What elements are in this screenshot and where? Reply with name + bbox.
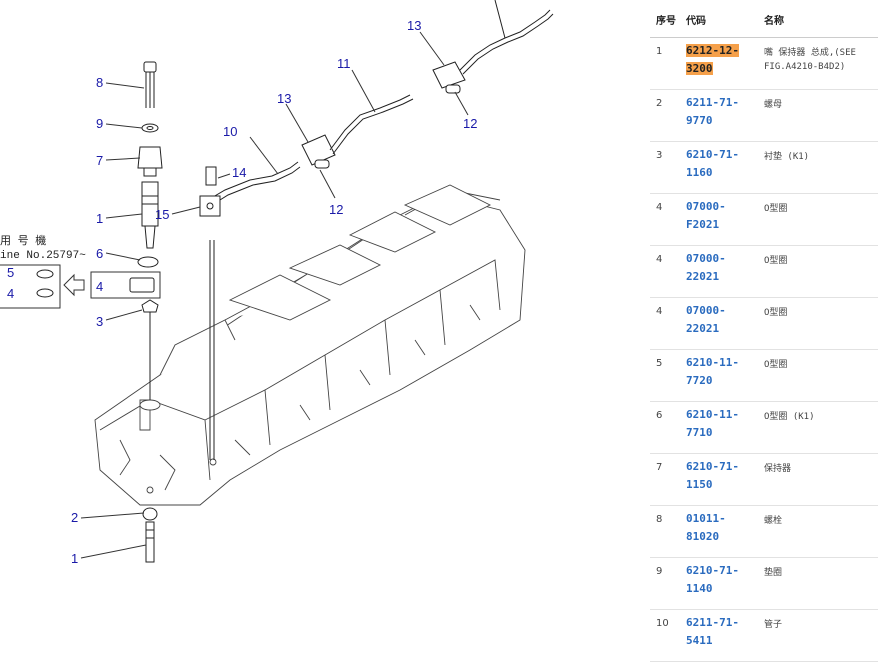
cylinder-head-illustration	[94, 184, 526, 506]
callout-1-upper: 1	[96, 211, 103, 226]
callout-3: 3	[96, 314, 103, 329]
part-code-link[interactable]: 6210-71-1160	[686, 148, 739, 179]
part-code-cell: 6210-71-1160	[680, 141, 758, 194]
part-seq: 4	[650, 297, 680, 350]
header-seq: 序号	[650, 0, 680, 38]
part-code-cell: 6211-71-9770	[680, 89, 758, 142]
part-code-cell: 6210-11-7720	[680, 349, 758, 402]
serial-note: 用 号 機 ine No.25797~	[0, 233, 161, 309]
callout-4-note: 4	[7, 286, 14, 301]
callout-15: 15	[155, 207, 169, 222]
part-seq: 4	[650, 245, 680, 298]
note-line-1: 用 号 機	[0, 233, 46, 248]
part-code-cell: 6212-12-3200	[680, 37, 758, 90]
part-code-cell: 07000-F2021	[680, 193, 758, 246]
part-seq: 3	[650, 141, 680, 194]
part-name: 保持器	[758, 453, 878, 506]
part-name: O型圈	[758, 297, 878, 350]
callout-14: 14	[232, 165, 246, 180]
part-name: O型圈	[758, 193, 878, 246]
part-name: 螺栓	[758, 505, 878, 558]
parts-table-header: 序号 代码 名称	[650, 0, 878, 38]
callout-7: 7	[96, 153, 103, 168]
part-name: 衬垫 (K1)	[758, 141, 878, 194]
part-seq: 4	[650, 193, 680, 246]
part-code-link[interactable]: 6211-71-5411	[686, 616, 739, 647]
injector-stack	[137, 61, 215, 563]
note-line-2: ine No.25797~	[0, 250, 86, 262]
part-code-link[interactable]: 6211-71-9770	[686, 96, 739, 127]
part-name: 嘴 保持器 总成,(SEE FIG.A4210-B4D2)	[758, 37, 878, 90]
leader-lines	[80, 31, 469, 559]
part-code-cell: 6211-71-5411	[680, 609, 758, 662]
callout-5: 5	[7, 265, 14, 280]
callout-1-lower: 1	[71, 551, 78, 566]
part-code-link[interactable]: 6210-11-7710	[686, 408, 739, 439]
part-seq: 5	[650, 349, 680, 402]
part-seq: 9	[650, 557, 680, 610]
part-name: 管子	[758, 609, 878, 662]
callout-9: 9	[96, 116, 103, 131]
callout-12-left: 12	[329, 202, 343, 217]
part-seq: 10	[650, 609, 680, 662]
part-code-link[interactable]: 07000-F2021	[686, 200, 726, 231]
part-code-cell: 6210-71-1140	[680, 557, 758, 610]
callout-10: 10	[223, 124, 237, 139]
part-code-cell: 07000-22021	[680, 245, 758, 298]
part-name: 垫圈	[758, 557, 878, 610]
callout-2: 2	[71, 510, 78, 525]
fuel-pipes	[129, 0, 554, 293]
part-code-link[interactable]: 6210-11-7720	[686, 356, 739, 387]
part-seq: 2	[650, 89, 680, 142]
part-code-link[interactable]: 6210-71-1140	[686, 564, 739, 595]
part-seq: 1	[650, 37, 680, 90]
part-name: 螺母	[758, 89, 878, 142]
callout-numbers: 8 9 7 1 6 3 2 1 10 14 15 13 11 13 12 12 …	[7, 18, 477, 566]
callout-4: 4	[96, 279, 103, 294]
part-seq: 7	[650, 453, 680, 506]
header-code: 代码	[680, 0, 758, 38]
callout-12-right: 12	[463, 116, 477, 131]
part-seq: 8	[650, 505, 680, 558]
callout-11: 11	[337, 56, 351, 71]
part-code-link[interactable]: 07000-22021	[686, 304, 726, 335]
part-code-link[interactable]: 07000-22021	[686, 252, 726, 283]
header-name: 名称	[758, 0, 878, 38]
diagram-canvas: 用 号 機 ine No.25797~ 8 9 7 1 6 3 2 1	[0, 0, 554, 566]
part-seq: 6	[650, 401, 680, 454]
part-code-cell: 6210-11-7710	[680, 401, 758, 454]
part-code-link[interactable]: 01011-81020	[686, 512, 726, 543]
exploded-parts-diagram: 用 号 機 ine No.25797~ 8 9 7 1 6 3 2 1	[0, 0, 554, 566]
part-code-cell: 07000-22021	[680, 297, 758, 350]
part-name: O型圈	[758, 349, 878, 402]
callout-8: 8	[96, 75, 103, 90]
callout-6: 6	[96, 246, 103, 261]
part-code-cell: 01011-81020	[680, 505, 758, 558]
callout-13-left: 13	[277, 91, 291, 106]
part-code-link[interactable]: 6212-12-3200	[686, 44, 739, 75]
part-name: O型圈 (K1)	[758, 401, 878, 454]
part-code-cell: 6210-71-1150	[680, 453, 758, 506]
part-name: O型圈	[758, 245, 878, 298]
callout-13-right: 13	[407, 18, 421, 33]
part-code-link[interactable]: 6210-71-1150	[686, 460, 739, 491]
